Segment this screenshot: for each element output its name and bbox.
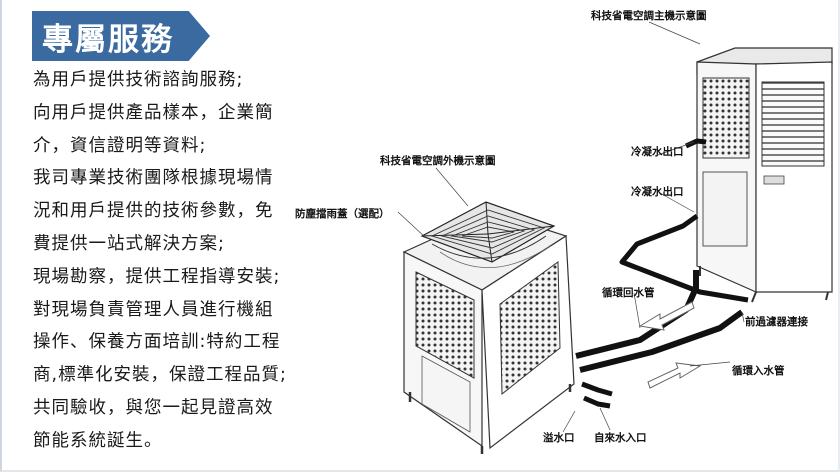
description-line: 介，資信證明等資料; bbox=[33, 135, 207, 156]
description-line: 共同驗收，與您一起見證高效 bbox=[33, 397, 274, 418]
description-line: 操作、保養方面培訓:特約工程 bbox=[33, 332, 281, 353]
outdoor-unit-drawing bbox=[402, 201, 575, 454]
description-line: 商,標準化安裝，保證工程品質; bbox=[33, 365, 287, 386]
label-rain-cover: 防塵擋雨蓋（選配） bbox=[295, 208, 390, 220]
leader-lines bbox=[397, 21, 745, 433]
label-condensate-outlet-2: 冷凝水出口 bbox=[631, 186, 684, 198]
label-outdoor-unit: 科技省電空調外機示意圖 bbox=[380, 155, 496, 167]
description-line: 向用戶提供產品樣本，企業簡 bbox=[33, 102, 274, 123]
label-overflow: 溢水口 bbox=[543, 432, 575, 444]
service-title-text: 專屬服務 bbox=[42, 21, 174, 58]
service-description: 為用戶提供技術諮詢服務; 向用戶提供產品樣本，企業簡 介，資信證明等資料; 我司… bbox=[33, 64, 303, 458]
description-line: 況和用戶提供的技術參數，免 bbox=[33, 201, 274, 222]
label-supply-pipe: 循環入水管 bbox=[732, 365, 785, 377]
piping bbox=[575, 138, 749, 409]
description-line: 費提供一站式解決方案; bbox=[33, 233, 225, 254]
description-line: 現場勘察，提供工程指導安裝; bbox=[33, 266, 281, 287]
description-line: 對現場負責管理人員進行機組 bbox=[33, 299, 274, 320]
label-condensate-outlet-1: 冷凝水出口 bbox=[631, 146, 684, 158]
label-pre-filter: 前過濾器連接 bbox=[745, 316, 808, 328]
label-return-pipe: 循環回水管 bbox=[602, 287, 655, 299]
description-line: 節能系統誕生。 bbox=[33, 430, 163, 451]
main-unit-drawing bbox=[696, 47, 833, 303]
label-main-unit: 科技省電空調主機示意圖 bbox=[591, 10, 707, 22]
service-title: 專屬服務 bbox=[32, 11, 210, 61]
flow-arrows bbox=[638, 301, 702, 389]
description-line: 為用戶提供技術諮詢服務; bbox=[33, 70, 244, 90]
description-line: 我司專業技術團隊根據現場情 bbox=[33, 168, 274, 189]
label-water-inlet: 自來水入口 bbox=[594, 432, 647, 444]
